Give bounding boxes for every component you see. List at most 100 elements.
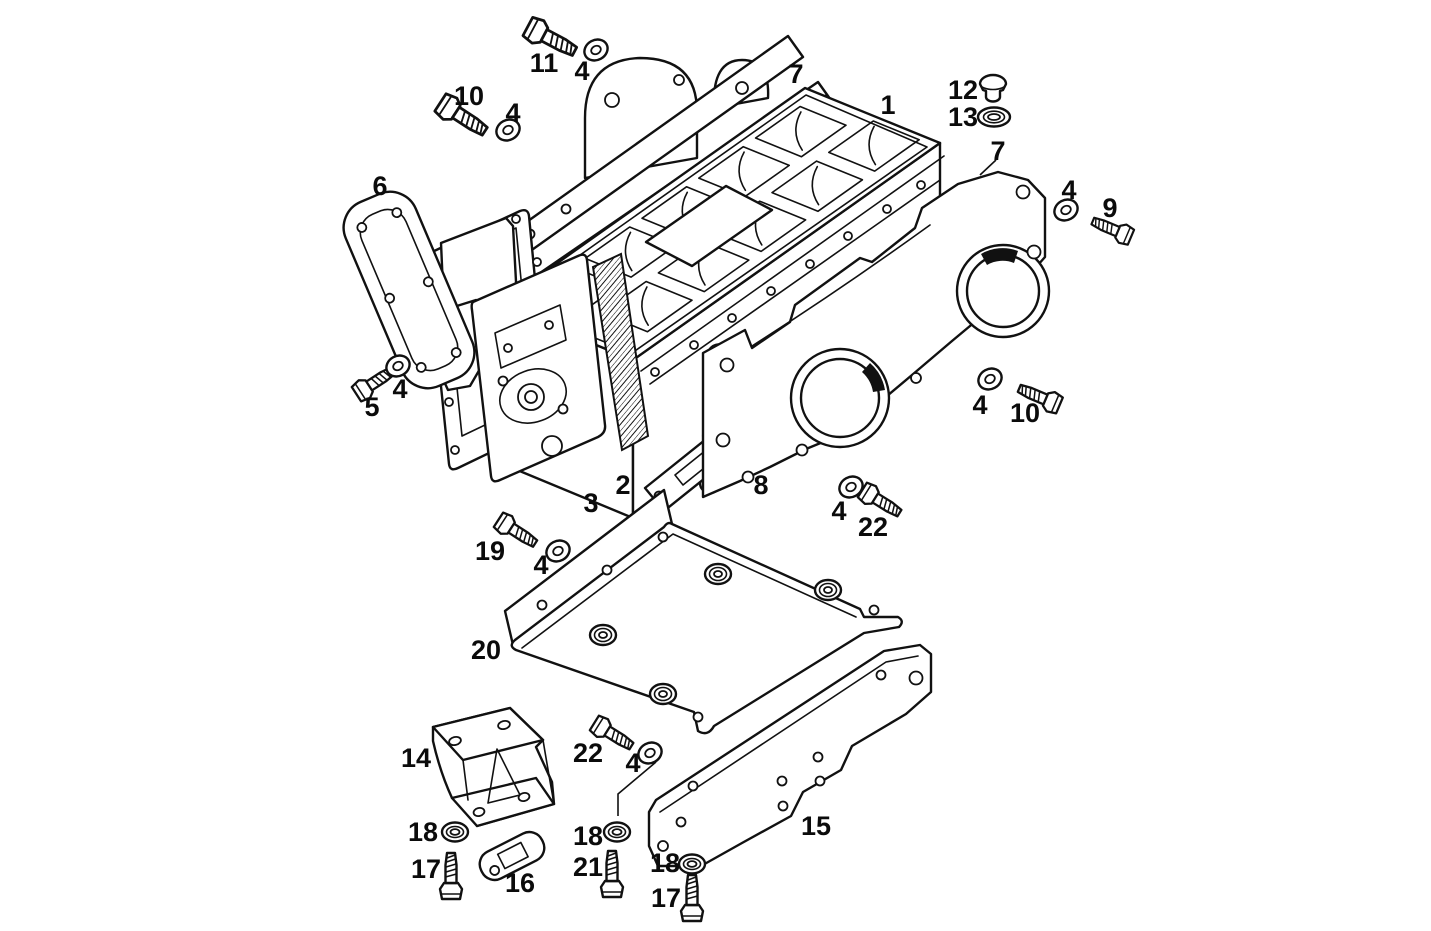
callout-19: 19 [475, 536, 505, 566]
bolt-hole [444, 397, 454, 407]
callout-4: 4 [533, 550, 548, 580]
part-16-shim-plate [478, 830, 546, 882]
callout-16: 16 [505, 868, 535, 898]
opening-rib [624, 231, 633, 272]
grommet-hole [823, 586, 833, 594]
bolt-hole [1026, 244, 1042, 260]
callout-1: 1 [880, 90, 895, 120]
callout-7: 7 [990, 136, 1005, 166]
bolt-hole [766, 286, 776, 296]
callout-17: 17 [411, 854, 441, 884]
callout-10: 10 [1010, 398, 1040, 428]
callout-7: 7 [788, 59, 803, 89]
bolt-hole [391, 207, 403, 219]
leader-line [979, 159, 997, 176]
callout-8: 8 [753, 470, 768, 500]
hex-bolt-icon [679, 873, 705, 923]
callout-11: 11 [530, 48, 559, 78]
top-opening [828, 120, 920, 172]
bolt-hole [557, 403, 569, 415]
bolt-hole [422, 276, 434, 288]
rear-gasket-7 [460, 34, 805, 291]
callout-13: 13 [948, 102, 978, 132]
bolt-hole [875, 669, 887, 681]
callout-20: 20 [471, 635, 501, 665]
part-15-support-bracket [647, 643, 933, 868]
bolt-hole [503, 343, 513, 353]
part-3-end-cover [470, 253, 607, 483]
bolt-hole [692, 711, 704, 723]
callout-4: 4 [625, 748, 640, 778]
leader-lines [617, 159, 997, 816]
bolt-hole [868, 604, 880, 616]
bolt-hole [657, 840, 669, 852]
bolt-hole [910, 372, 922, 384]
bolt-hole [687, 780, 699, 792]
callout-22: 22 [573, 738, 603, 768]
top-opening [771, 160, 864, 213]
bolt-hole [675, 816, 687, 828]
flat-washer-icon [677, 853, 707, 875]
part-2-gasket [591, 252, 650, 452]
top-opening [754, 105, 847, 158]
bolt-hole [384, 292, 396, 304]
grommet-hole [713, 570, 723, 578]
callout-4: 4 [505, 98, 520, 128]
part-14-pedestal-bracket [431, 706, 556, 828]
bolt-hole [544, 320, 554, 330]
housing-center-pad [644, 184, 774, 268]
screw-plug-icon [978, 73, 1008, 103]
grommet-rim [818, 582, 838, 598]
bolt-hole [536, 599, 548, 611]
bolt-hole [908, 670, 924, 686]
grommet-hole [598, 631, 608, 639]
bolt-hole [715, 432, 731, 448]
bolt-hole [604, 92, 620, 108]
callout-4: 4 [831, 496, 846, 526]
callout-2: 2 [615, 470, 630, 500]
grommet-rim [593, 627, 613, 643]
callout-9: 9 [1102, 193, 1117, 223]
bolt-hole [1015, 184, 1031, 200]
bolt-hole [735, 81, 749, 95]
bolt-hole [673, 74, 685, 86]
flat-washer-icon [440, 821, 470, 843]
bolt-hole [812, 751, 824, 763]
bolt-hole [601, 564, 613, 576]
part-20-mounting-plate [503, 488, 903, 735]
callout-4: 4 [1061, 175, 1076, 205]
callout-17: 17 [651, 883, 681, 913]
bolt-hole [650, 367, 660, 377]
grommet-hole [658, 690, 668, 698]
part-8-side-cover [701, 170, 1051, 499]
callout-18: 18 [650, 848, 680, 878]
opening-rib [868, 125, 877, 166]
opening-rib [795, 111, 803, 151]
callout-4: 4 [574, 56, 589, 86]
hex-bolt-icon [599, 849, 625, 899]
callout-3: 3 [583, 488, 598, 518]
bolt-hole [916, 180, 926, 190]
bolt-hole [843, 231, 853, 241]
callout-15: 15 [801, 811, 831, 841]
bolt-hole [657, 531, 669, 543]
bolt-hole [560, 203, 572, 215]
bolt-hole [450, 445, 460, 455]
bolt-hole [689, 340, 699, 350]
bolt-hole [741, 470, 755, 484]
callout-4: 4 [972, 390, 987, 420]
bolt-hole [450, 347, 462, 358]
callout-10: 10 [454, 81, 484, 111]
bolt-hole [805, 259, 815, 269]
callout-5: 5 [364, 392, 379, 422]
bolt-hole [356, 222, 368, 233]
bolt-hole [511, 214, 521, 224]
bolt-hole [776, 775, 788, 787]
bolt-hole [415, 361, 427, 373]
opening-rib [738, 151, 747, 192]
callout-6: 6 [372, 171, 387, 201]
callout-22: 22 [858, 512, 888, 542]
bolt-hole [719, 357, 735, 373]
